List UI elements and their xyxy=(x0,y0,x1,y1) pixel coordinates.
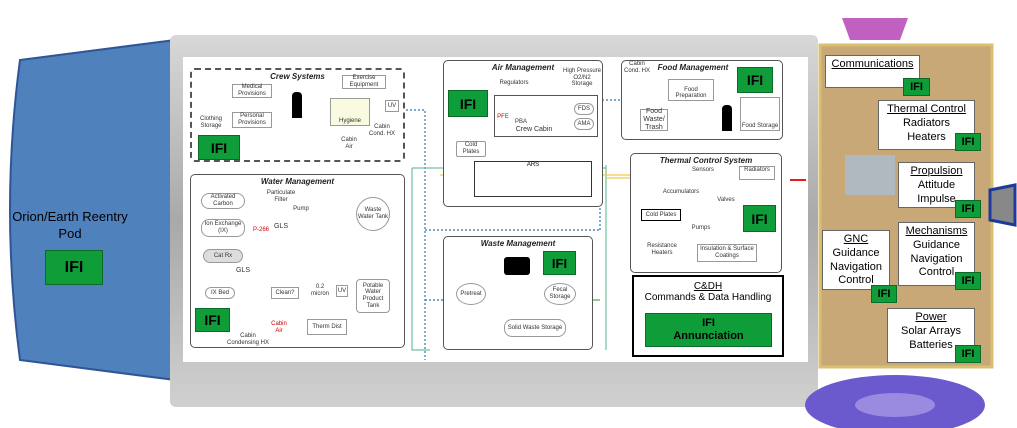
waste-water-tank: Waste Water Tank xyxy=(356,197,390,231)
pretreat: Pretreat xyxy=(456,283,486,305)
pfe: PFE xyxy=(496,113,510,121)
hygiene: Hygiene xyxy=(330,98,370,126)
air-management-panel: Air Management Regulators High Pressure … xyxy=(443,60,603,207)
food-waste-trash: Food Waste/ Trash xyxy=(640,108,668,131)
o2n2-storage: High Pressure O2/N2 Storage xyxy=(562,67,602,89)
crew-member-icon-food xyxy=(722,105,732,131)
potable-water-tank: Potable Water Product Tank xyxy=(356,279,390,313)
cabin-condensing-hx: Cabin Condensing HX xyxy=(226,333,270,346)
food-management-title: Food Management xyxy=(657,63,729,72)
gnc-title: GNC xyxy=(843,233,869,245)
filter-0-2-micron: 0.2 micron xyxy=(307,284,333,297)
crew-cabin: Crew Cabin xyxy=(514,126,554,134)
pumps: Pumps xyxy=(689,224,713,232)
food-cabin-cond-hx: Cabin Cond. HX xyxy=(624,61,651,74)
power-title: Power xyxy=(915,311,947,323)
particulate-filter: Particulate Filter xyxy=(261,190,301,203)
therm-dist: Therm Dist xyxy=(307,319,347,335)
gnc-control: Control xyxy=(838,274,874,287)
toilet-icon xyxy=(504,257,530,275)
cabin-cond-hx: Cabin Cond. HX xyxy=(367,124,397,137)
gnc-navigation: Navigation xyxy=(830,260,882,273)
cdh-title: C&DH xyxy=(693,281,723,292)
communications-ifi[interactable]: IFI xyxy=(903,78,930,96)
ion-exchange: Ion Exchange (IX) xyxy=(201,219,245,237)
water-management-title: Water Management xyxy=(260,177,335,186)
exercise-equipment: Exercise Equipment xyxy=(342,75,386,89)
solid-waste-storage: Solid Waste Storage xyxy=(504,319,566,337)
batteries-label: Batteries xyxy=(909,338,953,351)
mech-control: Control xyxy=(918,266,955,279)
cold-plates-tcs: Cold Plates xyxy=(641,209,681,221)
activated-carbon: Activated Carbon xyxy=(201,193,245,209)
mech-guidance: Guidance xyxy=(912,238,961,251)
heaters-label: Heaters xyxy=(907,130,946,143)
pump: Pump xyxy=(291,205,311,213)
thermal-title: Thermal Control xyxy=(887,103,966,115)
cdh-subtitle: Commands & Data Handling xyxy=(644,292,772,303)
ama: AMA xyxy=(574,118,594,130)
cabin-air: Cabin Air xyxy=(337,137,361,150)
mechanisms-ifi[interactable]: IFI xyxy=(955,272,981,290)
gnc-guidance: Guidance xyxy=(832,246,880,259)
air-management-title: Air Management xyxy=(491,63,555,72)
pba: PBA xyxy=(514,118,528,126)
fecal-storage: Fecal Storage xyxy=(544,283,576,305)
food-management-ifi[interactable]: IFI xyxy=(737,67,773,93)
pod-label: Orion/Earth Reentry Pod xyxy=(12,209,128,241)
propulsion-title: Propulsion xyxy=(910,165,963,177)
food-preparation: Food Preparation xyxy=(668,79,714,101)
accumulators: Accumulators xyxy=(661,188,701,196)
waste-management-title: Waste Management xyxy=(480,239,556,248)
ifi-annunciation[interactable]: IFI Annunciation xyxy=(645,313,772,347)
cold-plates-air: Cold Plates xyxy=(456,141,486,157)
crew-systems-ifi[interactable]: IFI xyxy=(198,135,240,160)
water-management-ifi[interactable]: IFI xyxy=(195,308,230,332)
mechanisms-title: Mechanisms xyxy=(905,225,968,237)
medical-provisions: Medical Provisions xyxy=(232,84,272,98)
attitude-label: Attitude xyxy=(917,178,956,191)
radiators: Radiators xyxy=(739,166,775,180)
cat-rx: Cat Rx xyxy=(203,249,243,263)
thermal-ifi[interactable]: IFI xyxy=(955,133,981,151)
resistance-heaters: Resistance Heaters xyxy=(637,243,687,256)
uv-unit: UV xyxy=(385,100,399,112)
cabin-air-water: Cabin Air xyxy=(269,321,289,334)
power-ifi[interactable]: IFI xyxy=(955,345,981,363)
clothing-storage: Clothing Storage xyxy=(196,116,226,130)
personal-provisions: Personal Provisions xyxy=(232,112,272,128)
ix-bed: IX Bed xyxy=(205,287,235,299)
gls-lower: GLS xyxy=(233,267,253,275)
propulsion-ifi[interactable]: IFI xyxy=(955,200,981,218)
clean-decision: Clean? xyxy=(271,287,299,299)
thermal-control-title: Thermal Control System xyxy=(659,156,753,165)
radiators-label: Radiators xyxy=(902,116,951,129)
pod-ifi[interactable]: IFI xyxy=(45,250,103,285)
reentry-pod-shape xyxy=(9,38,176,382)
waste-management-ifi[interactable]: IFI xyxy=(543,251,576,275)
air-management-ifi[interactable]: IFI xyxy=(448,90,488,117)
crew-member-icon xyxy=(292,92,302,118)
communications-title: Communications xyxy=(831,58,914,70)
p-266: P-266 xyxy=(251,226,271,234)
solar-arrays-label: Solar Arrays xyxy=(901,324,961,337)
sensors: Sensors xyxy=(691,166,715,174)
impulse-label: Impulse xyxy=(917,192,956,205)
ars: ARS xyxy=(474,161,592,197)
regulators: Regulators xyxy=(494,79,534,87)
crew-systems-title: Crew Systems xyxy=(270,72,325,81)
insulation-coatings: Insulation & Surface Coatings xyxy=(697,244,757,262)
crew-cabin-box xyxy=(494,95,598,137)
gls-upper: GLS xyxy=(271,223,291,231)
food-storage: Food Storage xyxy=(740,97,780,131)
fds: FDS xyxy=(574,103,594,115)
uv-unit-water: UV xyxy=(336,285,348,297)
gnc-ifi[interactable]: IFI xyxy=(871,285,897,303)
ifi-annunciation-label: Annunciation xyxy=(673,330,744,342)
thermal-control-ifi[interactable]: IFI xyxy=(743,205,776,232)
mech-navigation: Navigation xyxy=(910,252,963,265)
valves: Valves xyxy=(716,196,736,204)
ifi-annunciation-ifi: IFI xyxy=(702,317,715,329)
